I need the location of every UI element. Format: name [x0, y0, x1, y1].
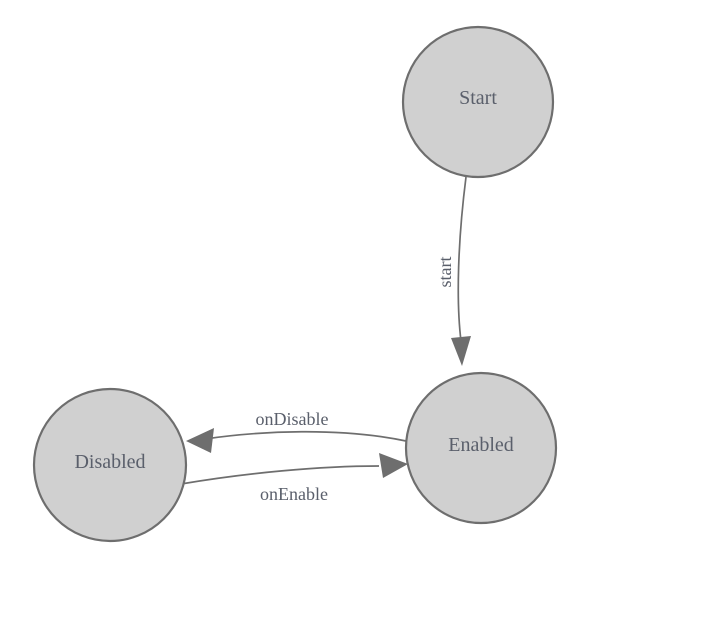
- edge-label-start: start: [435, 257, 455, 288]
- state-circle-start: [401, 25, 555, 179]
- edge-enabled-to-disabled[interactable]: onDisable: [186, 409, 407, 453]
- edge-start-to-enabled-path: [457, 176, 467, 342]
- edge-label-on-enable: onEnable: [260, 484, 328, 504]
- edge-start-to-enabled[interactable]: start: [435, 176, 471, 366]
- state-label-disabled: Disabled: [74, 451, 145, 473]
- arrowhead-into-disabled: [186, 428, 214, 453]
- state-node-start[interactable]: Start: [401, 25, 555, 179]
- edge-enabled-to-disabled-path: [204, 430, 407, 442]
- arrowhead-into-enabled-from-start: [451, 336, 471, 366]
- edge-label-on-disable: onDisable: [256, 409, 329, 429]
- edge-disabled-to-enabled[interactable]: onEnable: [180, 453, 408, 504]
- edge-disabled-to-enabled-path: [180, 465, 380, 485]
- arrowhead-into-enabled-from-disabled: [379, 453, 408, 478]
- state-circle-enabled: [404, 371, 558, 525]
- state-label-start: Start: [459, 87, 497, 109]
- state-label-enabled: Enabled: [448, 434, 514, 456]
- state-node-disabled[interactable]: Disabled: [32, 387, 188, 543]
- state-circle-disabled: [32, 387, 188, 543]
- state-node-enabled[interactable]: Enabled: [404, 371, 558, 525]
